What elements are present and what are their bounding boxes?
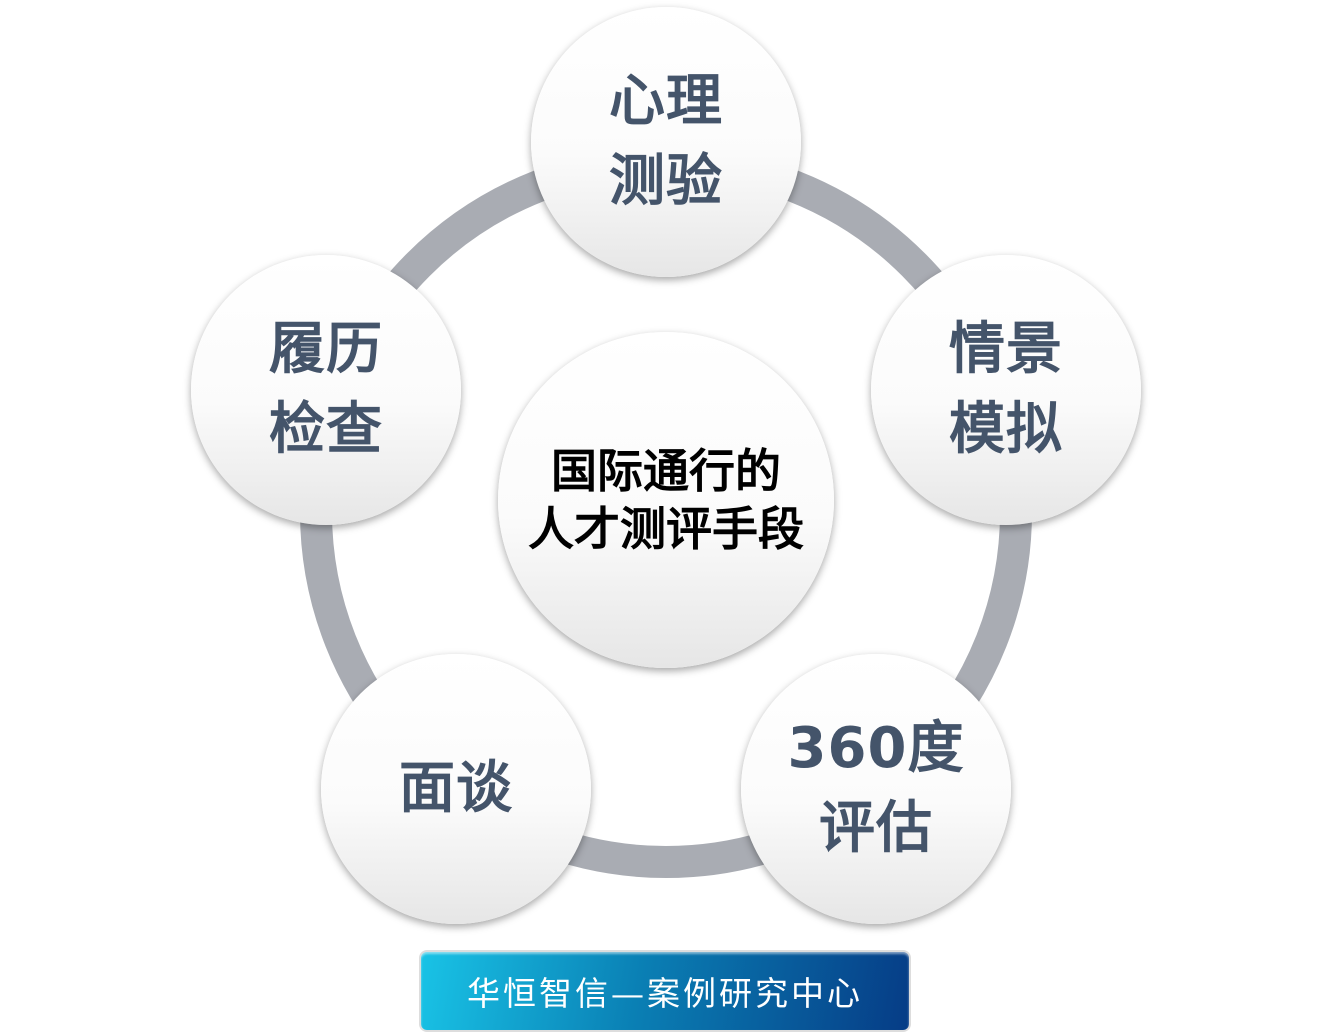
node-label: 360度	[787, 716, 965, 781]
center-label: 国际通行的	[551, 444, 781, 498]
node-resume-check: 履历 检查	[191, 255, 461, 525]
footer-banner: 华恒智信—案例研究中心	[421, 952, 909, 1030]
node-label: 情景	[949, 317, 1063, 382]
node-label: 模拟	[949, 397, 1063, 462]
center-label: 人才测评手段	[528, 502, 804, 556]
node-label: 检查	[269, 397, 383, 462]
node-scenario-sim: 情景 模拟	[871, 255, 1141, 525]
banner-text: 华恒智信—案例研究中心	[467, 974, 863, 1013]
node-label: 测验	[609, 149, 723, 214]
node-label: 评估	[819, 796, 933, 861]
node-label: 履历	[269, 317, 383, 382]
node-label: 心理	[609, 69, 723, 134]
node-interview: 面谈	[321, 654, 591, 924]
center-node: 国际通行的 人才测评手段	[498, 332, 834, 668]
node-360-eval: 360度 评估	[741, 654, 1011, 924]
node-psych-test: 心理 测验	[531, 7, 801, 277]
node-label: 面谈	[399, 756, 513, 821]
